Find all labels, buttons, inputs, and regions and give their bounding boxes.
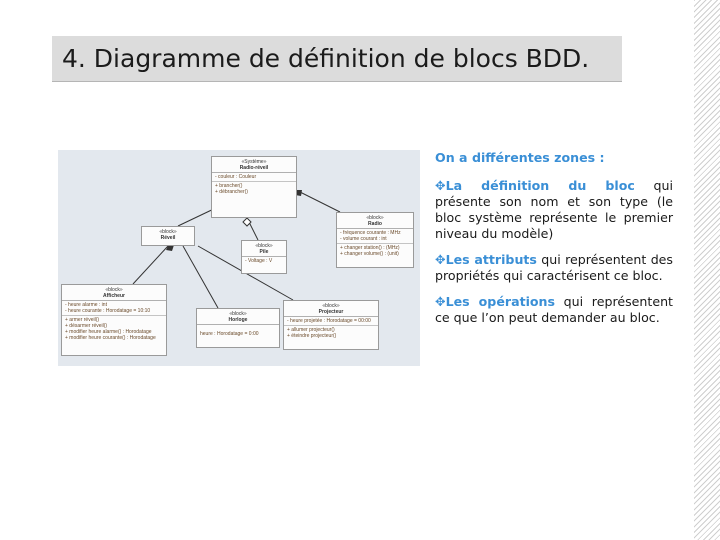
bullet-icon: ✥ — [435, 252, 446, 267]
bullet-text: qui représentent des propriétés qui cara… — [435, 252, 673, 283]
bullet-text: qui présente son nom et son type (le blo… — [435, 178, 674, 241]
title-bar: 4. Diagramme de définition de blocs BDD. — [52, 36, 622, 82]
bullet-icon: ✥ — [435, 294, 446, 309]
bullet-operations: ✥Les opérations qui représentent ce que … — [435, 294, 673, 326]
bullet-highlight: La définition du bloc — [445, 178, 635, 193]
bullet-definition: ✥La définition du bloc qui présente son … — [435, 178, 673, 242]
connector-radio — [295, 189, 341, 213]
bullet-highlight: Les attributs — [445, 252, 537, 267]
bullet-attributs: ✥Les attributs qui représentent des prop… — [435, 252, 673, 284]
block-projecteur: «block»Projecteur - heure projetée : Hor… — [283, 300, 379, 350]
block-radio-reveil: «Système»Radio-réveil - couleur : Couleu… — [211, 156, 297, 218]
decorative-border — [694, 0, 720, 540]
block-afficheur: «block»Afficheur - heure alarme : int- h… — [61, 284, 167, 356]
block-radio: «block»Radio - fréquence courante : MHz-… — [336, 212, 414, 268]
composition-diamond — [166, 245, 174, 251]
aggregation-diamond — [242, 217, 252, 227]
explanation-text: On a différentes zones : ✥La définition … — [435, 150, 673, 336]
bullet-text: qui représentent ce que l’on peut demand… — [435, 294, 673, 325]
block-horloge: «block»Horloge heure : Horodatage = 0:00 — [196, 308, 280, 348]
connector-afficheur — [132, 245, 169, 285]
connector-horloge — [182, 245, 219, 309]
slide-title: 4. Diagramme de définition de blocs BDD. — [62, 44, 590, 73]
bullet-icon: ✥ — [435, 178, 446, 193]
block-reveil: «block»Réveil — [141, 226, 195, 246]
bdd-diagram: «Système»Radio-réveil - couleur : Couleu… — [58, 150, 420, 366]
intro-text: On a différentes zones : — [435, 150, 605, 165]
bullet-highlight: Les opérations — [445, 294, 556, 309]
block-pile: «block»Pile - Voltage : V — [241, 240, 287, 274]
